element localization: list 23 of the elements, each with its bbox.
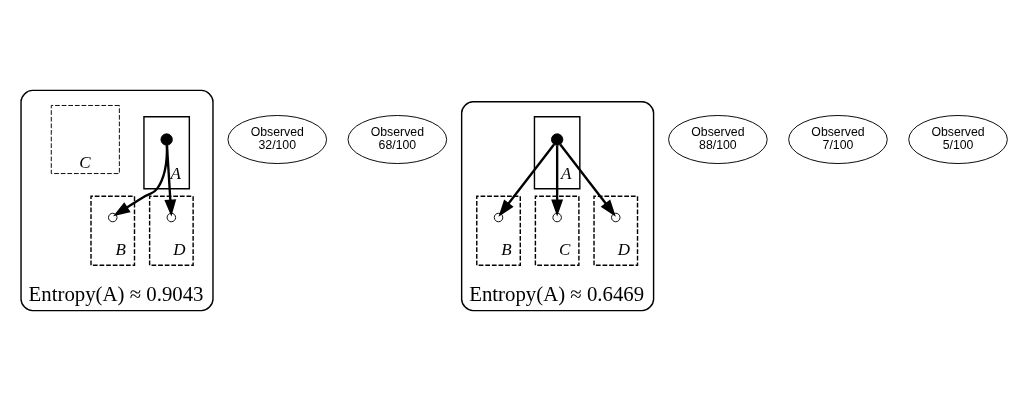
node-ellipse: Observed 32/100: [227, 114, 328, 164]
cluster: B: [476, 195, 521, 266]
arrow: [559, 143, 616, 217]
node-ellipse: Observed 68/100: [347, 114, 448, 164]
arrow: [551, 144, 564, 217]
node-ellipse: Observed 7/100: [788, 114, 888, 164]
cluster: A: [533, 115, 581, 189]
cluster: C: [534, 195, 580, 266]
node-circle: [552, 212, 562, 222]
cluster: A: [143, 115, 191, 189]
node-circle: [166, 212, 177, 222]
node-ellipse: Observed 88/100: [668, 114, 768, 164]
node-box: C: [50, 104, 120, 174]
node-circle: [611, 212, 621, 222]
node-circle: [108, 212, 118, 222]
arrow: [498, 143, 555, 217]
cluster: D: [593, 195, 639, 266]
node-circle: [551, 132, 564, 146]
cluster: B: [90, 195, 136, 266]
node-circle: [493, 212, 504, 222]
node-ellipse: Observed 5/100: [908, 114, 1008, 164]
node-circle: [160, 132, 173, 146]
arrow: [164, 144, 177, 216]
